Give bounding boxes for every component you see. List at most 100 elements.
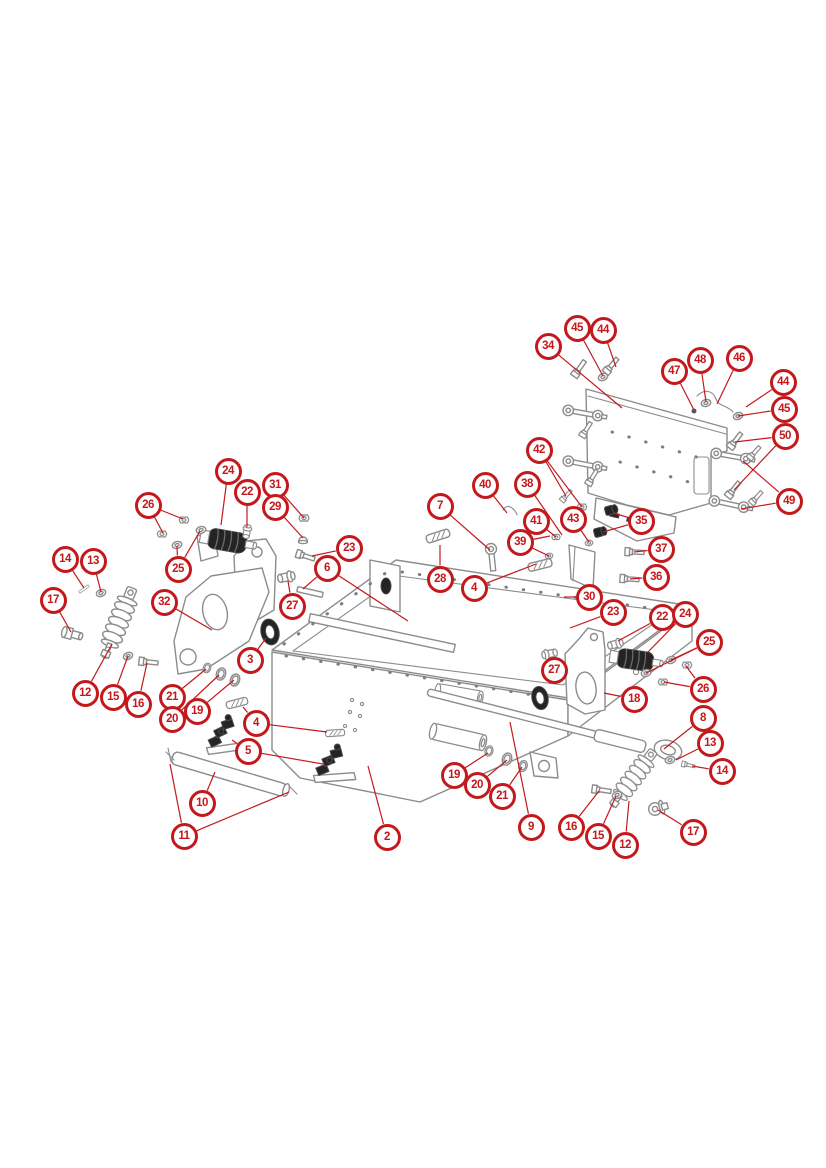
leader-line-26 [685,665,696,679]
leader-line-2 [367,765,385,825]
callout-20: 20 [463,771,491,799]
leader-line-25 [184,530,201,558]
callout-11: 11 [170,822,198,850]
lift-rod [426,688,683,761]
leader-line-29 [283,516,304,539]
leader-line-17 [657,809,682,826]
callout-15: 15 [99,683,127,711]
leader-line-24 [220,484,227,526]
leader-line-18 [603,692,621,697]
callout-25: 25 [695,628,723,656]
leader-line-31 [283,494,305,519]
callout-17: 17 [679,818,707,846]
leader-line-16 [578,790,600,817]
leader-line-37 [633,549,648,553]
leader-line-16 [140,662,148,691]
callout-12: 12 [611,831,639,859]
wire-clip [502,505,518,516]
leader-line-42 [546,460,583,508]
callout-17: 17 [39,586,67,614]
leader-line-4 [486,563,537,584]
leader-line-19 [206,679,235,703]
leader-line-22 [617,622,651,642]
leader-line-50 [734,437,772,443]
callout-45: 45 [563,314,591,342]
callout-27: 27 [278,592,306,620]
leader-line-12 [90,643,113,682]
callout-32: 32 [150,588,178,616]
callout-15: 15 [584,822,612,850]
leader-line-44 [745,389,773,408]
callout-24: 24 [214,457,242,485]
callout-34: 34 [534,332,562,360]
callout-8: 8 [689,704,717,732]
cable-clip-wire [696,390,734,413]
leader-line-39 [531,547,550,557]
callout-30: 30 [575,583,603,611]
roller-tube [165,747,298,797]
thumb-screw [484,542,498,572]
callout-41: 41 [522,507,550,535]
leader-line-41 [546,528,557,538]
left-side-parts [59,514,324,689]
callout-39: 39 [506,528,534,556]
leader-line-39 [533,535,551,540]
leader-line-6 [337,574,409,622]
callout-24: 24 [671,600,699,628]
callout-28: 28 [426,565,454,593]
callout-26: 26 [134,491,162,519]
leader-line-25 [645,647,698,674]
leader-line-26 [153,516,164,534]
callout-22: 22 [233,478,261,506]
leader-line-35 [602,524,629,533]
callout-10: 10 [188,789,216,817]
callout-20: 20 [158,705,186,733]
callout-18: 18 [620,685,648,713]
callout-25: 25 [164,555,192,583]
leader-line-40 [492,495,508,514]
callout-35: 35 [627,507,655,535]
mid-hardware-cluster [424,503,645,639]
leader-line-5 [261,752,324,765]
leader-line-46 [716,369,734,405]
leader-line-14 [71,569,85,589]
support-strip [308,613,456,653]
callout-23: 23 [335,534,363,562]
leader-line-11 [196,791,290,832]
callout-2: 2 [373,823,401,851]
leader-line-45 [582,339,604,377]
callout-13: 13 [79,547,107,575]
callout-23: 23 [599,598,627,626]
callout-47: 47 [660,357,688,385]
leader-line-23 [569,616,601,629]
callout-5: 5 [234,737,262,765]
leader-line-50 [733,445,777,491]
leader-line-4 [269,724,328,733]
callout-6: 6 [313,554,341,582]
callout-13: 13 [696,729,724,757]
callout-9: 9 [517,813,545,841]
leader-line-15 [602,795,617,824]
leader-line-21 [182,668,207,689]
callout-27: 27 [540,656,568,684]
callout-44: 44 [589,316,617,344]
leader-line-45 [737,410,771,417]
leader-line-6 [302,576,318,590]
leader-line-44 [606,342,617,368]
leader-line-26 [160,509,184,520]
leader-line-24 [647,623,677,653]
callout-49: 49 [775,487,803,515]
leader-line-9 [509,721,529,814]
leader-line-32 [175,608,213,631]
leader-line-26 [663,681,690,688]
leader-line-19 [464,752,489,769]
leader-line-34 [557,354,623,409]
callout-14: 14 [51,545,79,573]
callout-29: 29 [261,493,289,521]
leader-line-14 [691,765,709,770]
leader-line-15 [117,655,129,685]
callout-44: 44 [769,368,797,396]
callout-16: 16 [124,690,152,718]
leader-line-20 [487,759,508,777]
